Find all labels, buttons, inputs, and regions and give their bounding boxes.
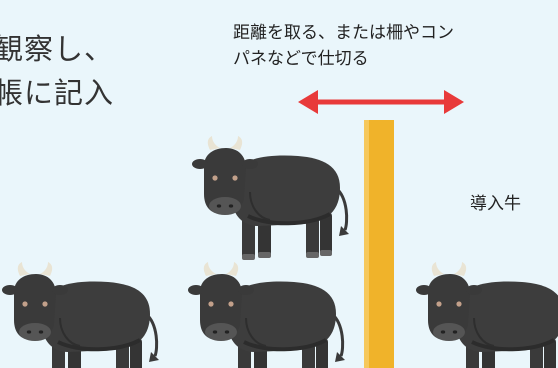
- cattle-icon-new: [414, 260, 558, 368]
- double-arrow-icon: [298, 90, 464, 114]
- separation-text-line1: 距離を取る、または柵やコン: [233, 23, 454, 43]
- cattle-icon-left: [0, 260, 161, 368]
- fence-highlight: [364, 120, 369, 368]
- cattle-icon-middle: [186, 260, 347, 368]
- observe-text-line1: 観察し、: [0, 32, 115, 66]
- observe-text-line2: 帳に記入: [0, 76, 115, 110]
- separation-text-line2: パネなどで仕切る: [233, 49, 369, 69]
- cattle-icon-top: [190, 134, 351, 262]
- new-cattle-label: 導入牛: [470, 194, 521, 214]
